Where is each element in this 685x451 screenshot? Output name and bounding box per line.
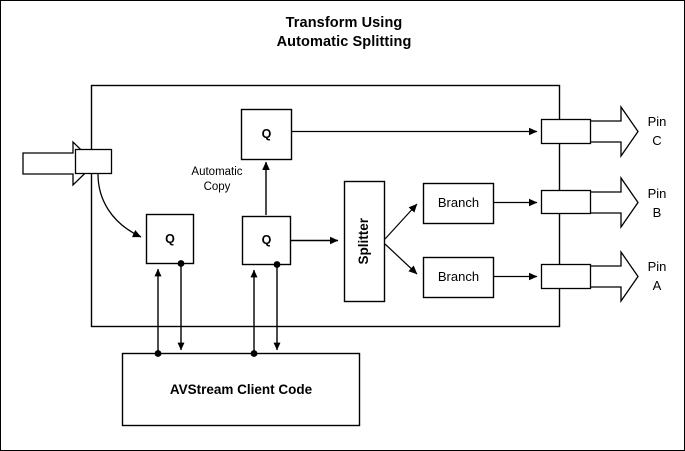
branch-upper-box — [422, 182, 495, 225]
queue-top-automatic-copy-label: Q — [261, 127, 272, 141]
pin-a-output-arrow-icon — [589, 249, 639, 304]
queue-left-to-client-dot — [177, 260, 185, 267]
queue-middle-to-client-dot — [273, 261, 281, 268]
pin-b-label-line-1: Pin — [647, 186, 667, 201]
pin-c-box — [540, 118, 592, 145]
pin-a-label-line-2: A — [652, 278, 662, 293]
input-pin-box — [74, 148, 113, 175]
client-to-queue-left-dot — [154, 350, 162, 357]
splitter-to-branch-lower-arrow — [384, 243, 418, 275]
pin-b-box — [540, 189, 592, 215]
branch-lower-box — [422, 256, 495, 299]
diagram-title-line-2: Automatic Splitting — [276, 34, 412, 50]
queue-left-label: Q — [165, 232, 175, 246]
branch-upper-label: Branch — [437, 195, 480, 210]
pin-b-label-line-2: B — [652, 205, 662, 220]
pin-b-output-arrow-icon — [589, 175, 639, 230]
pin-c-label-line-2: C — [652, 133, 662, 148]
splitter-box — [343, 180, 386, 303]
queue-middle-box — [241, 215, 292, 266]
pin-a-box — [540, 263, 592, 290]
branch-lower-label: Branch — [437, 269, 480, 284]
pin-c-output-arrow-icon — [589, 104, 639, 159]
queue-top-automatic-copy-box — [240, 108, 293, 161]
splitter-to-branch-upper-arrow — [384, 203, 418, 240]
avstream-client-code-box — [121, 352, 361, 427]
queue-middle-label: Q — [261, 233, 272, 247]
automatic-copy-annotation-line-1: Automatic — [191, 166, 243, 178]
pin-a-label-line-1: Pin — [647, 259, 667, 274]
queue-left-box — [145, 213, 195, 265]
splitter-label: Splitter — [355, 217, 371, 265]
diagram-title-line-1: Transform Using — [285, 15, 403, 31]
pin-c-label-line-1: Pin — [647, 114, 667, 129]
avstream-client-code-label: AVStream Client Code — [169, 382, 313, 397]
client-to-queue-middle-dot — [250, 350, 258, 357]
automatic-copy-annotation-line-2: Copy — [203, 181, 231, 193]
input-to-left-queue-curve — [97, 173, 142, 238]
